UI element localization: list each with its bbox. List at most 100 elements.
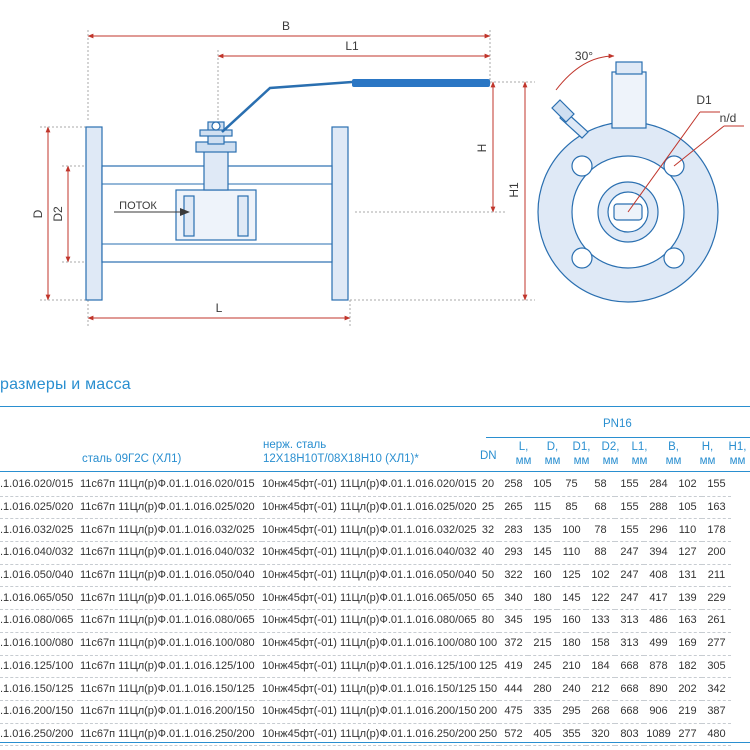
cell-dn: 65 (477, 586, 499, 611)
cell-steel-model: 11с67п 11Цл(р)Ф.01.1.016.040/032 (80, 541, 262, 565)
cell-d: 335 (528, 700, 557, 724)
flow-arrow (114, 208, 190, 216)
cell-l: 475 (499, 700, 528, 724)
cell-b: 890 (644, 677, 673, 701)
cell-d1: 110 (557, 541, 586, 565)
bolt-hole (571, 247, 593, 269)
header-steel: сталь 09Г2С (ХЛ1) (82, 453, 182, 465)
cell-d2: 122 (586, 586, 615, 611)
cell-d1: 180 (557, 632, 586, 656)
cell-l: 293 (499, 541, 528, 565)
cell-d: 135 (528, 518, 557, 543)
cell-h: 110 (673, 518, 702, 543)
cell-h1: 387 (702, 700, 731, 724)
cell-dn: 200 (477, 700, 499, 724)
cell-d: 105 (528, 474, 557, 497)
cell-h: 182 (673, 655, 702, 679)
cell-d: 195 (528, 609, 557, 633)
cell-h1: 261 (702, 609, 731, 633)
bolt-hole (663, 247, 685, 269)
cell-l1: 668 (615, 677, 644, 701)
cell-b: 296 (644, 518, 673, 543)
cell-d2: 78 (586, 518, 615, 543)
cell-dn: 25 (477, 496, 499, 520)
cell-h1: 163 (702, 496, 731, 520)
dim-label-L1: L1 (345, 39, 359, 53)
cell-b: 1089 (644, 723, 673, 747)
cell-l1: 155 (615, 474, 644, 497)
cell-h: 163 (673, 609, 702, 633)
pressure-label: PN16 (603, 418, 632, 430)
header-col-D2: D2,мм (601, 441, 620, 467)
bolt-hole (571, 155, 593, 177)
table-top-rule (0, 406, 750, 407)
cell-l: 283 (499, 518, 528, 543)
cell-h: 139 (673, 586, 702, 611)
dim-label-H: H (475, 144, 489, 153)
cell-l1: 247 (615, 564, 644, 588)
header-stainless-line2: 12Х18Н10Т/08Х18Н10 (ХЛ1)* (263, 453, 419, 465)
cell-l: 265 (499, 496, 528, 520)
valve-technical-drawing: B L1 H H1 D D2 L ПОТОК (31, 19, 744, 326)
cell-d2: 58 (586, 474, 615, 497)
dim-label-B: B (282, 19, 290, 33)
cell-h: 102 (673, 474, 702, 497)
cell-b: 499 (644, 632, 673, 656)
cell-dn: 150 (477, 677, 499, 701)
cell-code: .1.016.200/150 (0, 700, 80, 724)
dimension-lines (40, 30, 535, 326)
cell-h1: 155 (702, 474, 731, 497)
cell-code: .1.016.125/100 (0, 655, 80, 679)
front-view-dimension-lines (555, 53, 744, 213)
cell-steel-model: 11с67п 11Цл(р)Ф.01.1.016.080/065 (80, 609, 262, 633)
cell-h: 219 (673, 700, 702, 724)
cell-code: .1.016.100/080 (0, 632, 80, 656)
cell-b: 394 (644, 541, 673, 565)
cell-b: 408 (644, 564, 673, 588)
cell-code: .1.016.040/032 (0, 541, 80, 565)
cell-d: 180 (528, 586, 557, 611)
dim-label-H1: H1 (507, 182, 521, 198)
header-col-L1: L1,мм (631, 441, 648, 467)
cell-h: 202 (673, 677, 702, 701)
cell-dn: 50 (477, 564, 499, 588)
cell-d1: 145 (557, 586, 586, 611)
cell-steel-model: 11с67п 11Цл(р)Ф.01.1.016.150/125 (80, 677, 262, 701)
cell-l1: 247 (615, 586, 644, 611)
cell-b: 284 (644, 474, 673, 497)
cell-h1: 200 (702, 541, 731, 565)
cell-l: 322 (499, 564, 528, 588)
cell-d1: 100 (557, 518, 586, 543)
cell-steel-model: 11с67п 11Цл(р)Ф.01.1.016.250/200 (80, 723, 262, 747)
cell-b: 906 (644, 700, 673, 724)
cell-stainless-model: 10нж45фт(-01) 11Цл(р)Ф.01.1.016.025/020 (262, 496, 477, 520)
cell-h: 131 (673, 564, 702, 588)
cell-stainless-model: 10нж45фт(-01) 11Цл(р)Ф.01.1.016.040/032 (262, 541, 477, 565)
cell-stainless-model: 10нж45фт(-01) 11Цл(р)Ф.01.1.016.080/065 (262, 609, 477, 633)
cell-d2: 102 (586, 564, 615, 588)
cell-d1: 355 (557, 723, 586, 747)
cell-h: 169 (673, 632, 702, 656)
cell-code: .1.016.025/020 (0, 496, 80, 520)
cell-d1: 160 (557, 609, 586, 633)
cell-h: 105 (673, 496, 702, 520)
cell-code: .1.016.065/050 (0, 586, 80, 611)
cell-d1: 295 (557, 700, 586, 724)
cell-h1: 211 (702, 564, 731, 588)
right-flange (331, 126, 349, 301)
header-col-H1: H1,мм (728, 441, 747, 467)
cell-h: 127 (673, 541, 702, 565)
cell-d2: 268 (586, 700, 615, 724)
cell-l1: 313 (615, 632, 644, 656)
left-flange (85, 126, 103, 301)
cell-d1: 125 (557, 564, 586, 588)
header-stainless-line1: нерж. сталь (263, 439, 327, 451)
cell-d: 280 (528, 677, 557, 701)
cell-d1: 75 (557, 474, 586, 497)
table-header-rule (0, 471, 750, 472)
cell-d1: 85 (557, 496, 586, 520)
cell-steel-model: 11с67п 11Цл(р)Ф.01.1.016.125/100 (80, 655, 262, 679)
